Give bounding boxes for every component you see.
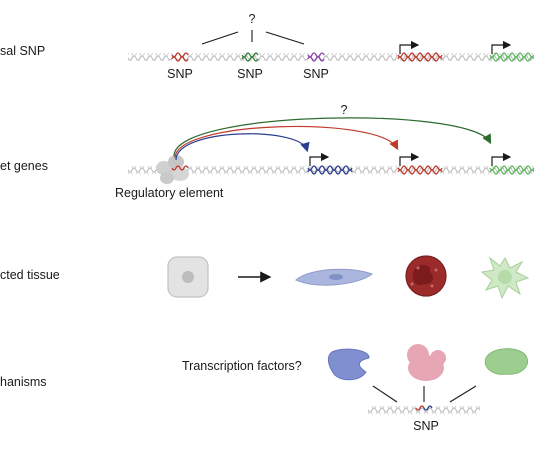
- tf-green-icon: [484, 348, 528, 375]
- row-label-mechanisms: hanisms: [0, 375, 47, 389]
- connector-line-left: [201, 31, 239, 45]
- transcription-factors-label: Transcription factors?: [182, 359, 302, 373]
- dna-strand: [128, 166, 534, 174]
- dna-strand: [368, 406, 480, 414]
- snp-label-2: SNP: [237, 67, 263, 81]
- connector-line-right: [265, 31, 305, 45]
- regulatory-element-label: Regulatory element: [115, 186, 224, 200]
- tss-arrow-1: [399, 40, 420, 54]
- loop-arrow-green: [173, 117, 492, 157]
- row-label-affected-tissue: cted tissue: [0, 268, 60, 282]
- snp-segment-purple: [307, 52, 325, 62]
- gene-blue: [307, 165, 353, 175]
- neutrophil-icon: [405, 255, 447, 297]
- snp-label-mechanism: SNP: [413, 419, 439, 433]
- loop-arrow-blue: [175, 133, 310, 161]
- tf-connector-left: [372, 385, 398, 403]
- gene-green: [489, 165, 534, 175]
- gene-green: [489, 52, 534, 62]
- gene-red: [397, 52, 443, 62]
- snp-segment-red: [171, 52, 189, 62]
- question-mark-genes: ?: [340, 103, 348, 117]
- snp-segment-red: [171, 165, 189, 171]
- target-genes-row: [128, 117, 534, 184]
- row-label-target-genes: et genes: [0, 159, 48, 173]
- fibroblast-icon: [295, 268, 373, 286]
- stem-cell-icon: [167, 256, 209, 298]
- dendritic-cell-icon: [480, 256, 530, 300]
- tss-arrow-green: [491, 152, 512, 166]
- tss-arrow-blue: [309, 152, 330, 166]
- affected-tissue-row: [167, 255, 530, 300]
- snp-label-1: SNP: [167, 67, 193, 81]
- tf-connector-right: [449, 385, 477, 403]
- snp-label-3: SNP: [303, 67, 329, 81]
- question-mark-snp: ?: [248, 12, 256, 26]
- dna-strand: [128, 53, 534, 61]
- tss-arrow-red: [399, 152, 420, 166]
- tss-arrow-2: [491, 40, 512, 54]
- tf-pink-icon: [407, 344, 446, 381]
- gene-red: [397, 165, 443, 175]
- snp-segment-green: [241, 52, 259, 62]
- snp-segment-mechanism: [415, 405, 433, 411]
- regulatory-element-shape: [156, 155, 189, 184]
- causal-snp-row: [128, 30, 534, 62]
- tf-blue-icon: [327, 348, 370, 381]
- loop-arrow-red: [174, 125, 399, 159]
- row-label-causal-snp: sal SNP: [0, 44, 46, 58]
- mechanisms-row: [327, 344, 528, 414]
